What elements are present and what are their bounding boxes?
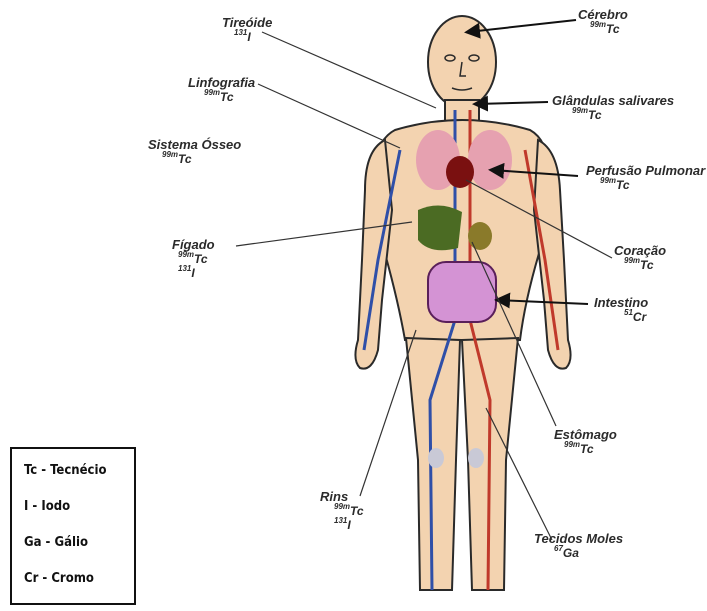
label-tireoide: Tireóide 131I	[222, 16, 272, 44]
label-linfografia: Linfografia 99mTc	[188, 76, 255, 104]
liver	[418, 205, 462, 250]
label-perfusao-pulmonar: Perfusão Pulmonar 99mTc	[586, 164, 705, 192]
stomach	[468, 222, 492, 250]
label-intestino: Intestino 51Cr	[594, 296, 648, 324]
legend-item-i: I - Iodo	[24, 499, 70, 514]
label-coracao: Coração 99mTc	[614, 244, 666, 272]
heart	[446, 156, 474, 188]
legend-item-ga: Ga - Gálio	[24, 535, 88, 550]
label-estomago: Estômago 99mTc	[554, 428, 617, 456]
label-sistema-osseo: Sistema Ósseo 99mTc	[148, 138, 241, 166]
label-rins: Rins 99mTc 131I	[320, 490, 364, 533]
label-figado: Fígado 99mTc 131I	[172, 238, 215, 281]
label-tecidos-moles: Tecidos Moles 67Ga	[534, 532, 623, 560]
kidneys	[428, 448, 444, 468]
legend-item-tc: Tc - Tecnécio	[24, 463, 107, 478]
label-cerebro: Cérebro 99mTc	[578, 8, 628, 36]
label-glandulas-salivares: Glândulas salivares 99mTc	[552, 94, 674, 122]
legend-item-cr: Cr - Cromo	[24, 571, 94, 586]
legend-box: Tc - Tecnécio I - Iodo Ga - Gálio Cr - C…	[10, 447, 136, 605]
